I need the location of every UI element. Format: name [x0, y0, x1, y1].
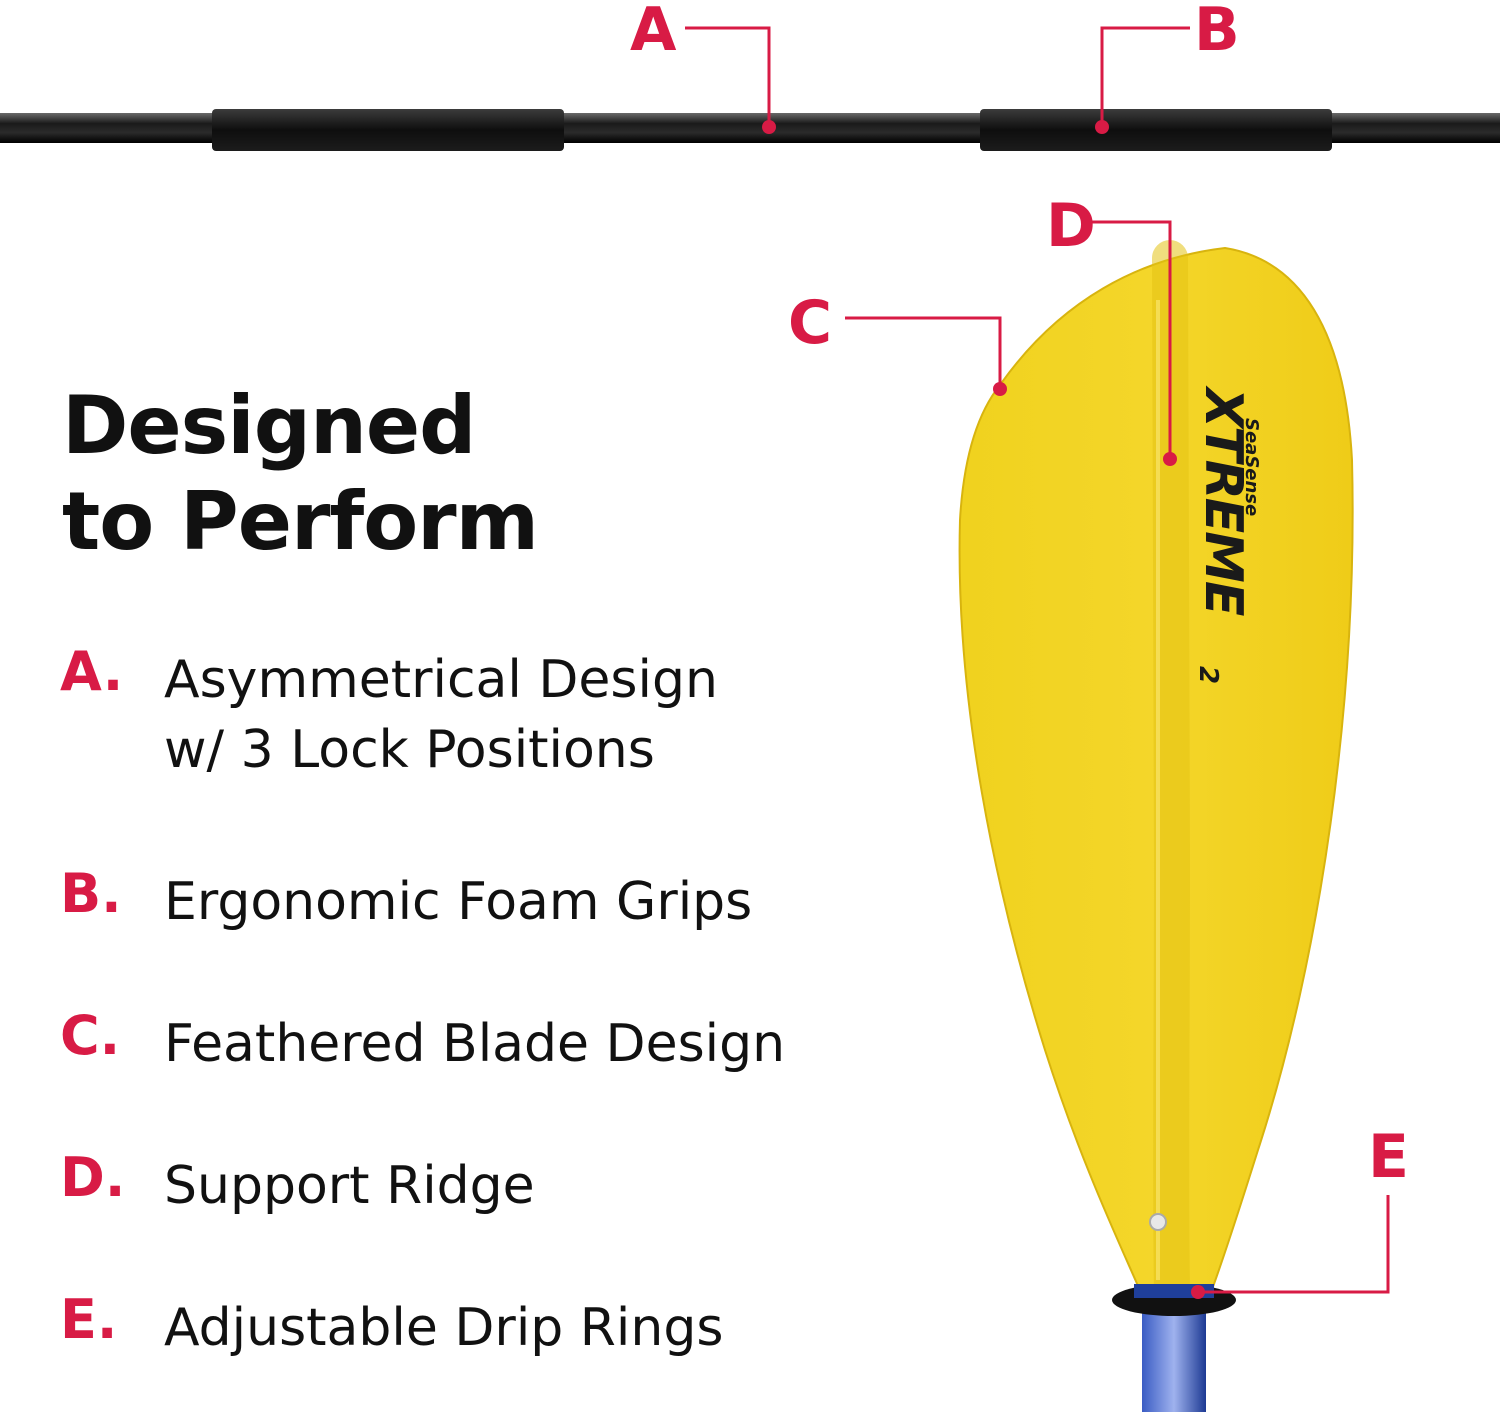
brand-main: XTREME [1193, 385, 1253, 616]
brand-small: SeaSense [1241, 418, 1262, 516]
callout-c-label: C [788, 288, 832, 358]
callout-e: E [1191, 1122, 1409, 1299]
feature-b-letter: B. [60, 862, 122, 925]
blade-rivet [1149, 1213, 1167, 1231]
callout-b: B [1095, 0, 1240, 134]
callout-c: C [788, 288, 1007, 396]
feature-a-text-line2: w/ 3 Lock Positions [164, 720, 655, 780]
feature-c-letter: C. [60, 1004, 121, 1067]
feature-d-text: Support Ridge [164, 1156, 535, 1216]
feature-e-text: Adjustable Drip Rings [164, 1298, 724, 1358]
title-line-2: to Perform [62, 475, 539, 568]
brand-logo: SeaSense XTREME 2 [1193, 385, 1262, 684]
paddle-shaft [0, 109, 1500, 151]
callout-a-label: A [630, 0, 677, 65]
brand-suffix: 2 [1193, 666, 1223, 684]
drip-ring-assembly [1112, 1284, 1236, 1412]
foam-grip-left [212, 109, 564, 151]
callout-e-label: E [1368, 1122, 1409, 1192]
callout-d-label: D [1046, 191, 1096, 261]
feature-b-text: Ergonomic Foam Grips [164, 872, 753, 932]
title-line-1: Designed [62, 379, 476, 472]
callout-b-label: B [1194, 0, 1240, 65]
feature-a-letter: A. [60, 640, 124, 703]
feature-d-letter: D. [60, 1146, 126, 1209]
callout-a: A [630, 0, 776, 134]
feature-c-text: Feathered Blade Design [164, 1014, 786, 1074]
feature-a-text-line1: Asymmetrical Design [164, 650, 718, 710]
page-title: Designed to Perform [62, 378, 539, 570]
feature-e-letter: E. [60, 1288, 118, 1351]
foam-grip-right [980, 109, 1332, 151]
callout-d: D [1046, 191, 1177, 466]
paddle-blade: SeaSense XTREME 2 [958, 240, 1354, 1308]
